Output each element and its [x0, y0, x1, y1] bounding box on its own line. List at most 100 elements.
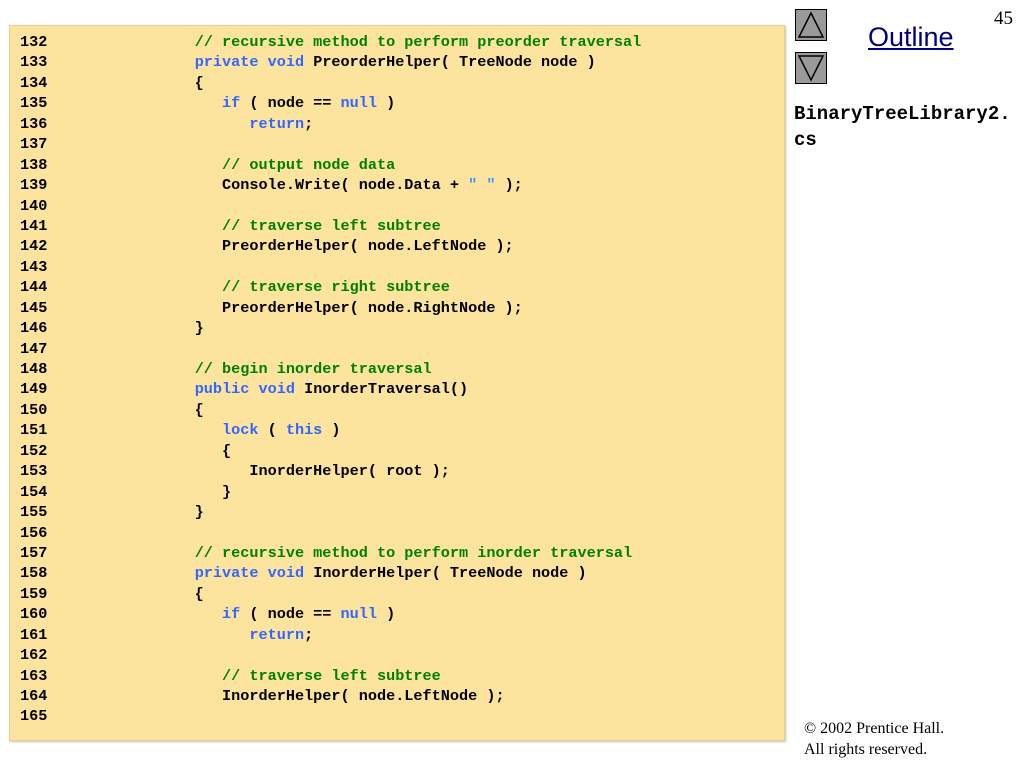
code-text: {: [140, 73, 204, 92]
copyright-line-1: © 2002 Prentice Hall.: [804, 720, 945, 737]
code-text: (: [258, 421, 286, 440]
line-number: 152: [20, 441, 48, 460]
code-text: InorderTraversal(): [294, 380, 469, 399]
code-line: 148 // begin inorder traversal: [20, 359, 784, 379]
line-number: 141: [20, 216, 48, 235]
copyright-line-2: All rights reserved.: [804, 741, 928, 758]
line-number: 137: [20, 135, 48, 154]
code-text: [140, 115, 249, 133]
line-number: 159: [20, 584, 48, 603]
code-line: 164 InorderHelper( node.LeftNode );: [20, 686, 784, 706]
line-number: 153: [20, 462, 48, 481]
line-number: 155: [20, 503, 48, 522]
line-number: 163: [20, 666, 48, 685]
code-text: PreorderHelper( node.RightNode );: [140, 298, 523, 317]
code-comment: // recursive method to perform inorder t…: [194, 543, 633, 562]
code-text: );: [495, 176, 523, 195]
line-number: 132: [20, 33, 48, 51]
previous-slide-button[interactable]: [795, 9, 827, 41]
code-line: 137: [20, 134, 784, 154]
outline-link[interactable]: Outline: [868, 22, 954, 52]
code-text: ;: [304, 114, 314, 133]
line-number: 156: [20, 523, 48, 542]
code-comment: // traverse right subtree: [222, 278, 450, 297]
code-text: ): [377, 605, 396, 624]
line-number: 165: [20, 707, 48, 726]
code-line: 158 private void InorderHelper( TreeNode…: [20, 563, 784, 583]
code-text: [140, 278, 222, 296]
code-text: [140, 53, 195, 71]
code-text: {: [140, 400, 204, 419]
code-text: ( node ==: [240, 605, 341, 624]
line-number: 138: [20, 155, 48, 174]
code-line: 136 return;: [20, 114, 784, 134]
code-line: 150 {: [20, 400, 784, 420]
code-line: 133 private void PreorderHelper( TreeNod…: [20, 52, 784, 72]
line-number: 162: [20, 646, 48, 665]
code-text: [140, 605, 222, 623]
code-text: ): [322, 421, 341, 440]
next-slide-button[interactable]: [795, 52, 827, 84]
code-text: ): [377, 94, 396, 113]
code-text: [140, 544, 195, 562]
line-number: 149: [20, 380, 48, 399]
code-text: Console.Write( node.Data +: [140, 176, 469, 195]
code-comment: // recursive method to perform preorder …: [194, 33, 642, 51]
code-keyword: public: [194, 380, 250, 399]
code-line: 141 // traverse left subtree: [20, 216, 784, 236]
code-text: }: [140, 503, 204, 522]
code-text: [259, 564, 268, 582]
code-line: 149 public void InorderTraversal(): [20, 379, 784, 399]
code-line: 162: [20, 645, 784, 665]
code-line: 132 // recursive method to perform preor…: [20, 32, 784, 52]
code-comment: // begin inorder traversal: [194, 360, 432, 378]
code-line: 154 }: [20, 482, 784, 502]
code-keyword: return: [249, 625, 305, 644]
code-text: {: [140, 584, 204, 603]
code-keyword: this: [285, 421, 323, 440]
code-line: 156: [20, 523, 784, 543]
line-number: 154: [20, 482, 48, 501]
line-number: 146: [20, 319, 48, 338]
code-keyword: null: [340, 94, 377, 113]
triangle-up-icon: [797, 11, 825, 38]
code-line: 159 {: [20, 584, 784, 604]
code-line: 145 PreorderHelper( node.RightNode );: [20, 298, 784, 318]
code-line: 151 lock ( this ): [20, 420, 784, 440]
code-text: ;: [304, 625, 314, 644]
code-line: 147: [20, 339, 784, 359]
code-text: ( node ==: [240, 94, 341, 113]
line-number: 135: [20, 94, 48, 113]
code-line: 138 // output node data: [20, 155, 784, 175]
code-line: 143: [20, 257, 784, 277]
code-text: [140, 380, 195, 398]
code-comment: // traverse left subtree: [222, 666, 441, 685]
code-text: [140, 667, 222, 685]
code-text: [140, 217, 222, 235]
line-number: 148: [20, 360, 48, 378]
code-text: {: [140, 441, 232, 460]
code-comment: // output node data: [222, 155, 396, 174]
line-number: 147: [20, 339, 48, 358]
code-line: 160 if ( node == null ): [20, 604, 784, 624]
code-line: 135 if ( node == null ): [20, 93, 784, 113]
code-text: PreorderHelper( TreeNode node ): [304, 53, 596, 72]
copyright-notice: © 2002 Prentice Hall. All rights reserve…: [804, 718, 944, 760]
code-line: 163 // traverse left subtree: [20, 666, 784, 686]
code-keyword: void: [267, 564, 305, 583]
code-keyword: private: [194, 564, 259, 583]
code-line: 155 }: [20, 502, 784, 522]
line-number: 157: [20, 543, 48, 562]
file-name: BinaryTreeLibrary2.cs: [794, 103, 1011, 151]
line-number: 134: [20, 73, 48, 92]
line-number: 150: [20, 400, 48, 419]
code-text: [140, 94, 222, 112]
code-text: [259, 53, 268, 71]
code-text: }: [140, 482, 232, 501]
code-keyword: void: [267, 53, 305, 72]
code-keyword: lock: [222, 421, 259, 440]
code-text: [140, 421, 222, 439]
code-keyword: null: [340, 605, 377, 624]
line-number: 142: [20, 237, 48, 256]
code-line: 140: [20, 196, 784, 216]
